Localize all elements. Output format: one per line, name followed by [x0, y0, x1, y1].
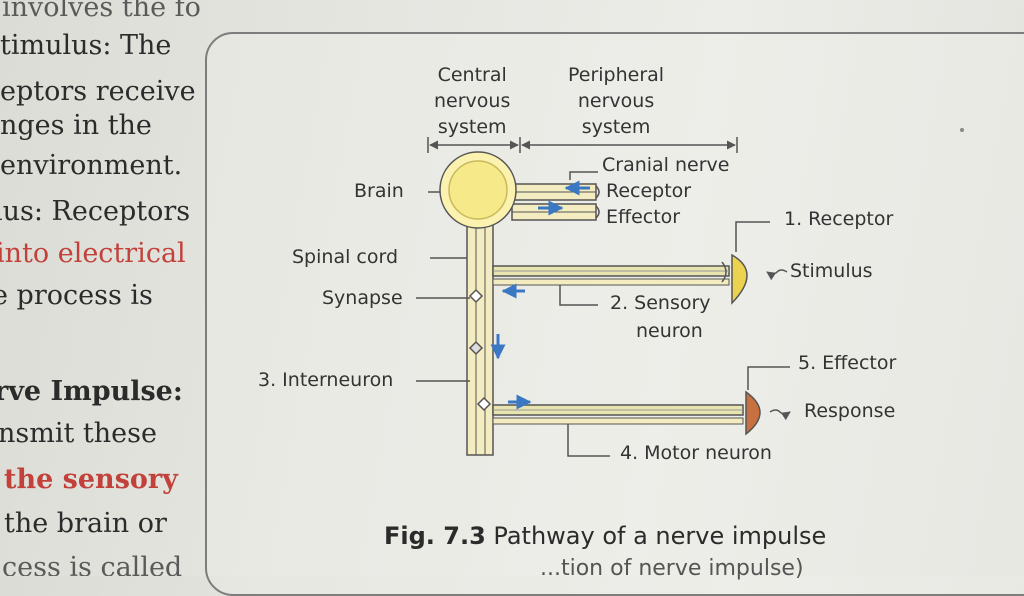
- text-line: timulus: The: [0, 30, 172, 61]
- label-motor-neuron: 4. Motor neuron: [620, 442, 772, 464]
- nerve-pathway-diagram: [416, 137, 791, 457]
- figure-frame: [205, 32, 1024, 596]
- receptor-organ: [721, 221, 788, 305]
- figure-number: Fig. 7.3: [384, 522, 486, 550]
- text-line: involves the following steps.: [2, 0, 200, 23]
- pns-range-arrow: [521, 137, 738, 153]
- label-effector: 5. Effector: [798, 352, 897, 374]
- effector-organ: [745, 366, 791, 436]
- text-line: eptors receive: [0, 76, 196, 107]
- label-interneuron: 3. Interneuron: [258, 369, 394, 391]
- text-line: cess is called: [2, 552, 183, 576]
- label-sensory-neuron-2: neuron: [636, 320, 703, 342]
- label-receptor-small: Receptor: [606, 180, 692, 202]
- text-line: lus: Receptors: [0, 196, 191, 227]
- left-page-text: involves the following steps. timulus: T…: [0, 0, 200, 576]
- label-effector-small: Effector: [606, 206, 681, 228]
- pns-line: system: [581, 116, 651, 138]
- label-receptor: 1. Receptor: [784, 208, 894, 230]
- cns-line: nervous: [434, 90, 511, 112]
- text-line: nges in the: [0, 110, 152, 141]
- sensory-neuron: [492, 265, 730, 306]
- brain: [428, 151, 517, 229]
- label-sensory-neuron: 2. Sensory: [610, 292, 711, 314]
- label-stimulus: Stimulus: [790, 260, 873, 282]
- text-line: the brain or: [4, 508, 167, 539]
- label-brain: Brain: [354, 180, 404, 202]
- text-line: environment.: [0, 150, 183, 181]
- figure-caption: Fig. 7.3 Pathway of a nerve impulse: [384, 522, 826, 550]
- spinal-cord: [430, 204, 494, 456]
- text-line: nsmit these: [0, 418, 157, 449]
- cranial-nerve: [511, 171, 600, 221]
- cns-line: system: [437, 116, 507, 138]
- interneuron: [416, 288, 506, 412]
- figure-title: Pathway of a nerve impulse: [485, 522, 827, 550]
- cns-line: Central: [437, 64, 507, 86]
- figure-caption-partial: ...tion of nerve impulse): [540, 556, 804, 581]
- label-spinal-cord: Spinal cord: [292, 246, 399, 268]
- pns-line: nervous: [577, 90, 655, 112]
- text-line: into electrical: [0, 238, 186, 269]
- text-line: the sensory: [4, 464, 178, 495]
- cns-range-arrow: [427, 137, 521, 153]
- label-cranial-nerve: Cranial nerve: [602, 154, 730, 176]
- cns-header: Central nervous system: [434, 62, 510, 140]
- pns-header: Peripheral nervous system: [568, 62, 664, 140]
- motor-neuron: [492, 394, 744, 457]
- pns-line: Peripheral: [568, 64, 665, 86]
- text-line: rve Impulse:: [0, 376, 183, 407]
- text-line: e process is: [0, 280, 153, 311]
- label-synapse: Synapse: [322, 287, 403, 309]
- page-speck: [960, 128, 964, 132]
- label-response: Response: [804, 400, 896, 422]
